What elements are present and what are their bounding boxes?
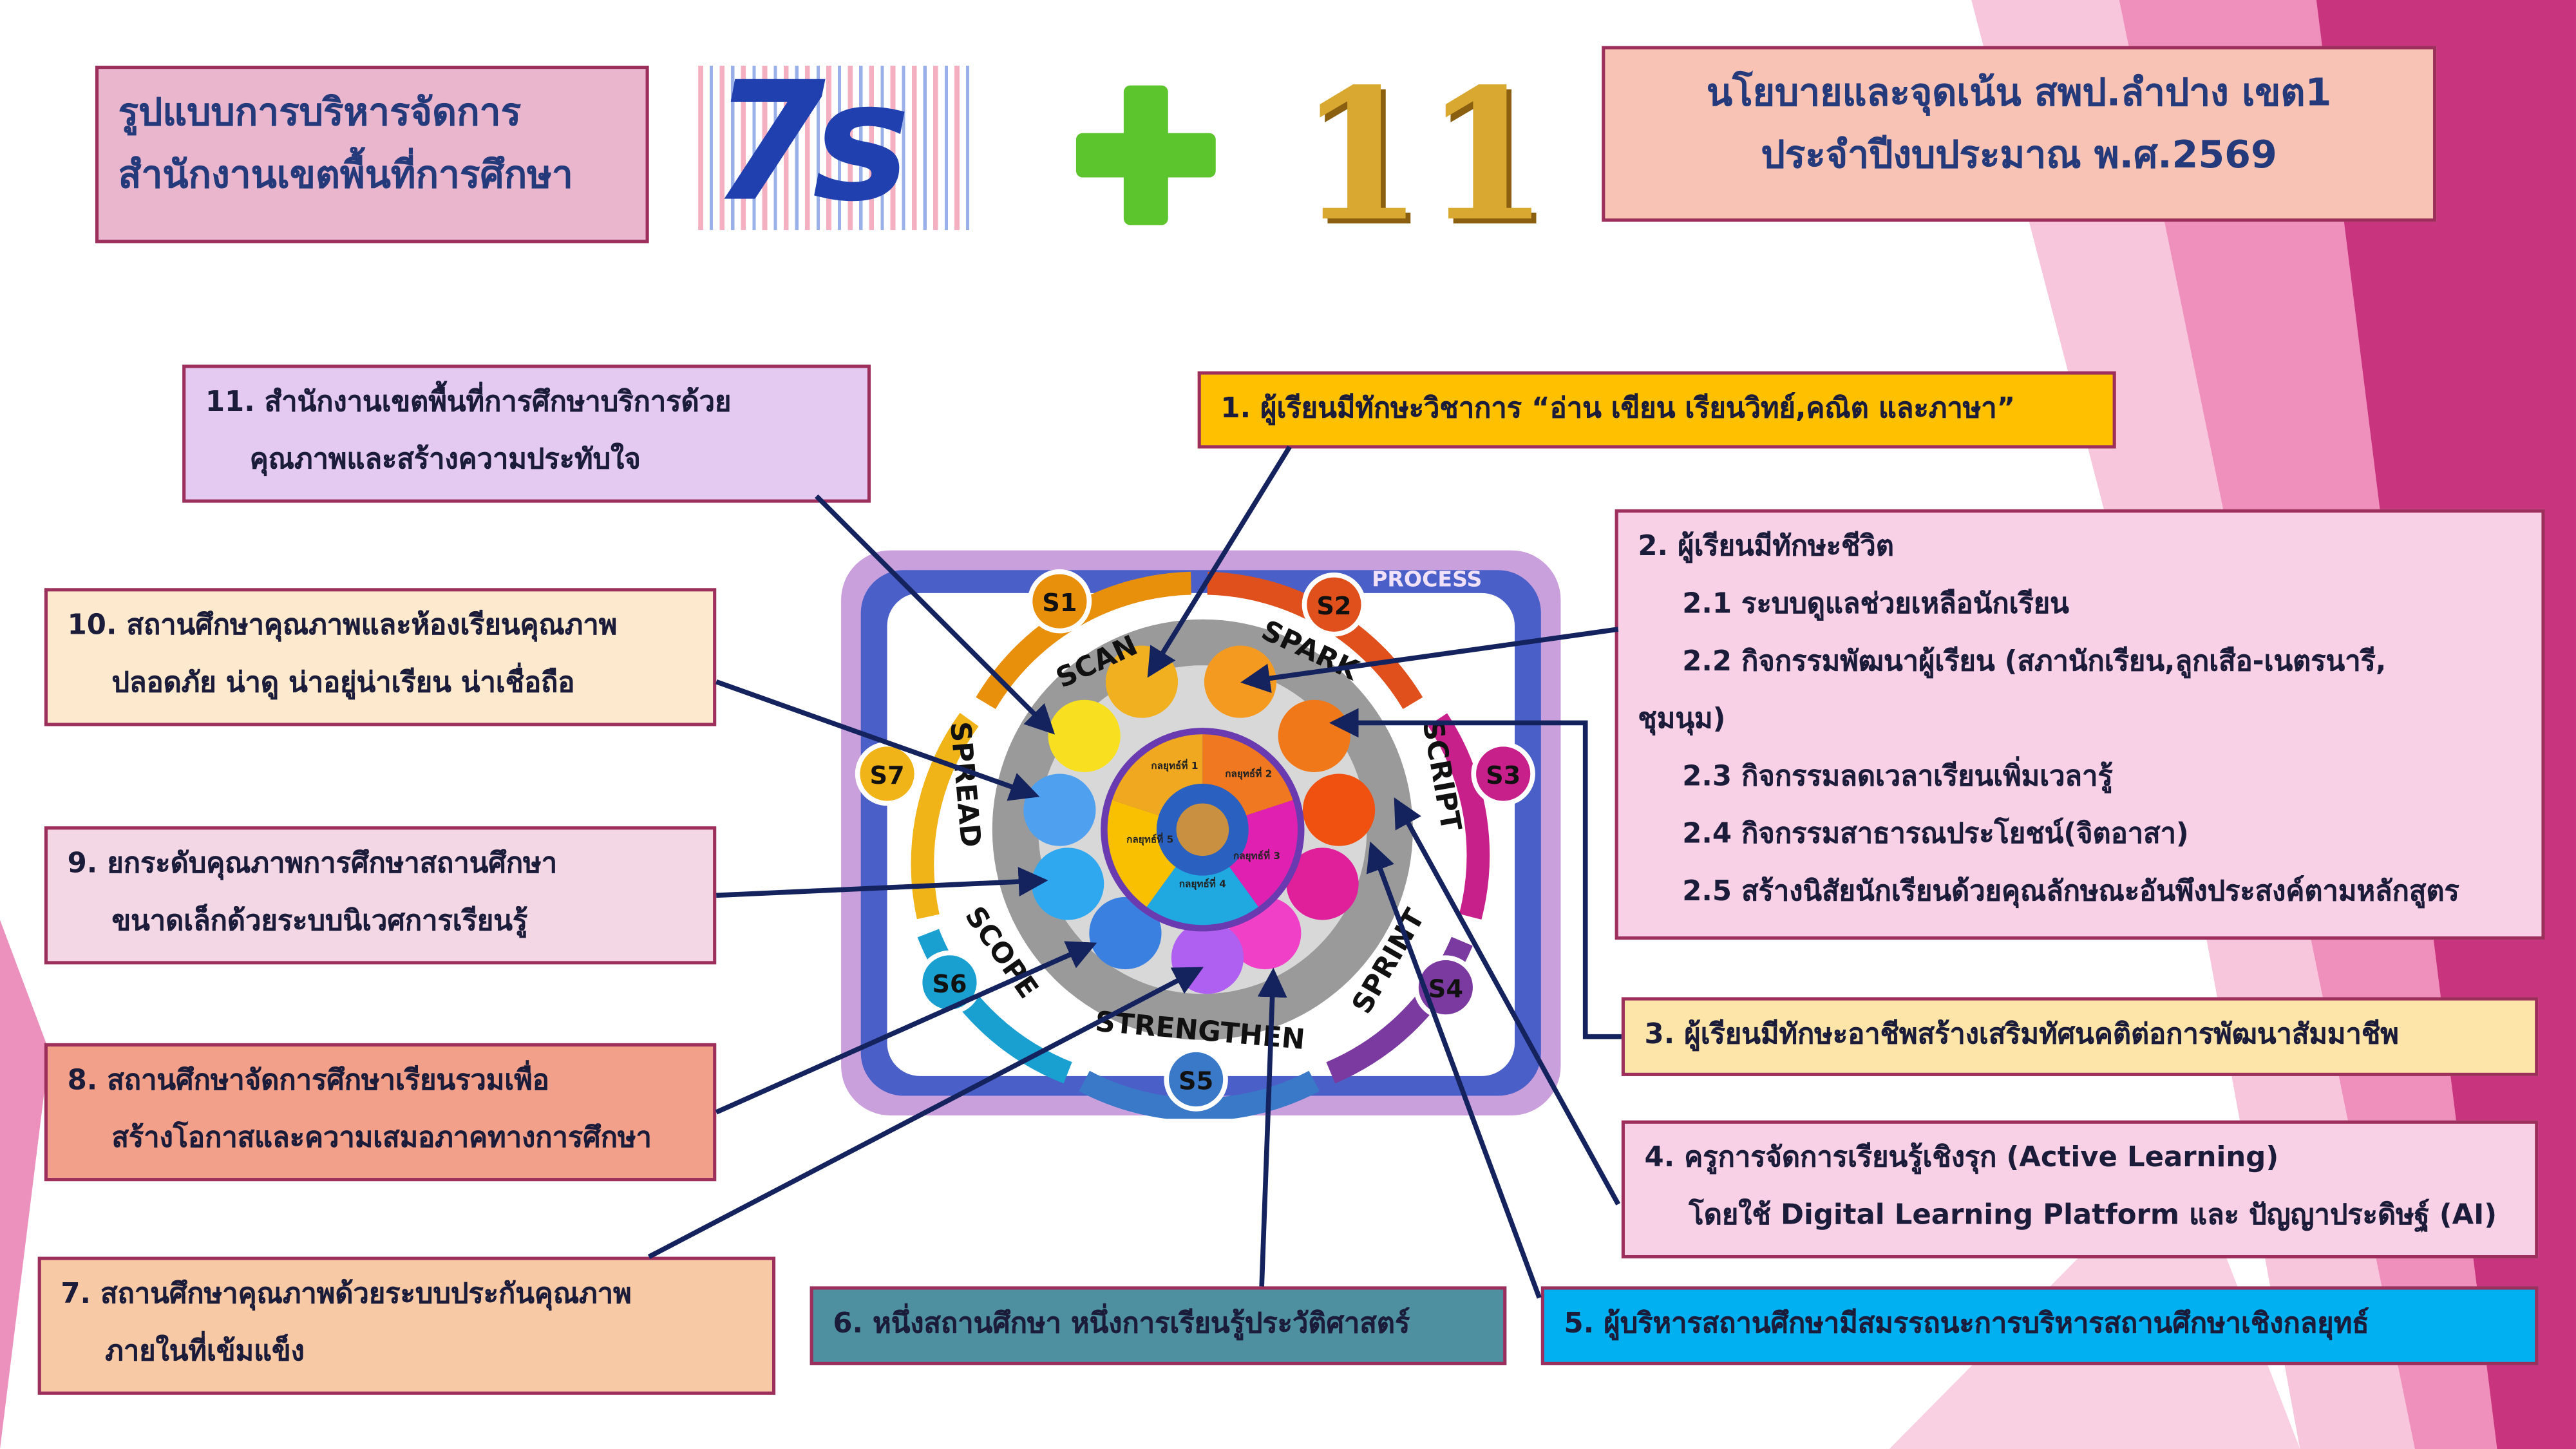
policy-7-line: ภายในที่เข้มแข็ง — [105, 1335, 305, 1368]
stage-badge: S2 — [1316, 592, 1351, 621]
policy-4-box: 4. ครูการจัดการเรียนรู้เชิงรุก (Active L… — [1621, 1120, 2539, 1259]
policy-2-item: 2.2 กิจกรรมพัฒนาผู้เรียน (สภานักเรียน,ลู… — [1682, 645, 2387, 679]
stage-badge: S6 — [932, 970, 967, 999]
right-title-line: ประจำปีงบประมาณ พ.ศ.2569 — [1761, 135, 2277, 178]
policy-6-box: 6. หนึ่งสถานศึกษา หนึ่งการเรียนรู้ประวัต… — [810, 1286, 1507, 1365]
left-title-line: รูปแบบการบริหารจัดการ — [118, 91, 522, 135]
policy-2-box: 2. ผู้เรียนมีทักษะชีวิต 2.1 ระบบดูแลช่วย… — [1615, 509, 2545, 940]
policy-11-box: 11. สำนักงานเขตพื้นที่การศึกษาบริการด้วย… — [182, 365, 871, 503]
policy-10-line: 10. สถานศึกษาคุณภาพและห้องเรียนคุณภาพ — [67, 609, 618, 643]
policy-3-line: 3. ผู้เรียนมีทักษะอาชีพสร้างเสริมทัศนคติ… — [1644, 1018, 2399, 1052]
stage-badge: S5 — [1179, 1066, 1213, 1095]
policy-9-box: 9. ยกระดับคุณภาพการศึกษาสถานศึกษา ขนาดเล… — [44, 826, 717, 965]
policy-5-box: 5. ผู้บริหารสถานศึกษามีสมรรถนะการบริหารส… — [1540, 1286, 2539, 1365]
right-title-box: นโยบายและจุดเน้น สพป.ลำปาง เขต1 ประจำปีง… — [1602, 46, 2437, 222]
strategy-label: กลยุทธ์ที่ 5 — [1126, 832, 1173, 846]
policy-9-line: ขนาดเล็กด้วยระบบนิเวศการเรียนรู้ — [111, 905, 528, 938]
policy-11-line: 11. สำนักงานเขตพื้นที่การศึกษาบริการด้วย — [205, 386, 732, 419]
strategy-label: กลยุทธ์ที่ 4 — [1179, 876, 1226, 891]
policy-3-box: 3. ผู้เรียนมีทักษะอาชีพสร้างเสริมทัศนคติ… — [1621, 997, 2539, 1076]
policy-2-item: 2.5 สร้างนิสัยนักเรียนด้วยคุณลักษณะอันพึ… — [1682, 875, 2459, 909]
stage-badge: S1 — [1042, 589, 1077, 618]
plus-icon — [1075, 85, 1216, 225]
policy-2-title: 2. ผู้เรียนมีทักษะชีวิต — [1638, 530, 1894, 564]
emblem-icon — [1176, 803, 1229, 857]
policy-10-box: 10. สถานศึกษาคุณภาพและห้องเรียนคุณภาพ ปล… — [44, 588, 717, 726]
policy-2-item: 2.4 กิจกรรมสาธารณประโยชน์(จิตอาสา) — [1682, 818, 2189, 851]
policy-5-line: 5. ผู้บริหารสถานศึกษามีสมรรถนะการบริหารส… — [1564, 1307, 2369, 1341]
stage-badge: S4 — [1428, 974, 1463, 1003]
policy-4-line: 4. ครูการจัดการเรียนรู้เชิงรุก (Active L… — [1644, 1141, 2279, 1175]
policy-6-line: 6. หนึ่งสถานศึกษา หนึ่งการเรียนรู้ประวัต… — [833, 1307, 1410, 1341]
7s-logo: 7s — [698, 46, 974, 238]
policy-7-line: 7. สถานศึกษาคุณภาพด้วยระบบประกันคุณภาพ — [61, 1278, 632, 1311]
strategy-label: กลยุทธ์ที่ 2 — [1225, 766, 1272, 781]
policy-7-box: 7. สถานศึกษาคุณภาพด้วยระบบประกันคุณภาพ ภ… — [37, 1256, 776, 1395]
policy-9-line: 9. ยกระดับคุณภาพการศึกษาสถานศึกษา — [67, 848, 558, 881]
policy-2-item: 2.1 ระบบดูแลช่วยเหลือนักเรียน — [1682, 588, 2069, 621]
stage-badge: S7 — [869, 761, 904, 790]
policy-2-item: 2.3 กิจกรรมลดเวลาเรียนเพิ่มเวลารู้ — [1682, 761, 2113, 794]
policy-1-line: 1. ผู้เรียนมีทักษะวิชาการ “อ่าน เขียน เร… — [1220, 392, 2016, 426]
7s-process-diagram: PROCESS กลยุทธ์ที่ 1 กลยุทธ์ที่ 2 กลยุทธ… — [841, 550, 1561, 1119]
11-logo-text: 11 — [1298, 49, 1549, 261]
stage-badge: S3 — [1486, 761, 1520, 790]
policy-8-line: 8. สถานศึกษาจัดการศึกษาเรียนรวมเพื่อ — [67, 1065, 549, 1098]
right-title-line: นโยบายและจุดเน้น สพป.ลำปาง เขต1 — [1707, 72, 2332, 115]
policy-8-line: สร้างโอกาสและความเสมอภาคทางการศึกษา — [111, 1122, 652, 1155]
policy-8-box: 8. สถานศึกษาจัดการศึกษาเรียนรวมเพื่อ สร้… — [44, 1043, 717, 1182]
7s-logo-text: 7s — [711, 46, 911, 238]
policy-2-item: ชุมนุม) — [1638, 703, 1726, 736]
policy-1-box: 1. ผู้เรียนมีทักษะวิชาการ “อ่าน เขียน เร… — [1197, 371, 2116, 449]
policy-4-line: โดยใช้ Digital Learning Platform และ ปัญ… — [1689, 1199, 2497, 1233]
policy-10-line: ปลอดภัย น่าดู น่าอยู่น่าเรียน น่าเชื่อถื… — [111, 667, 575, 700]
11-logo: 11 — [1298, 50, 1549, 261]
left-title-box: รูปแบบการบริหารจัดการ สำนักงานเขตพื้นที่… — [95, 66, 649, 243]
strategy-label: กลยุทธ์ที่ 1 — [1151, 758, 1198, 772]
strategy-label: กลยุทธ์ที่ 3 — [1233, 848, 1280, 862]
process-label: PROCESS — [1372, 567, 1482, 592]
left-title-line: สำนักงานเขตพื้นที่การศึกษา — [118, 154, 573, 198]
policy-11-line: คุณภาพและสร้างความประทับใจ — [249, 443, 641, 477]
